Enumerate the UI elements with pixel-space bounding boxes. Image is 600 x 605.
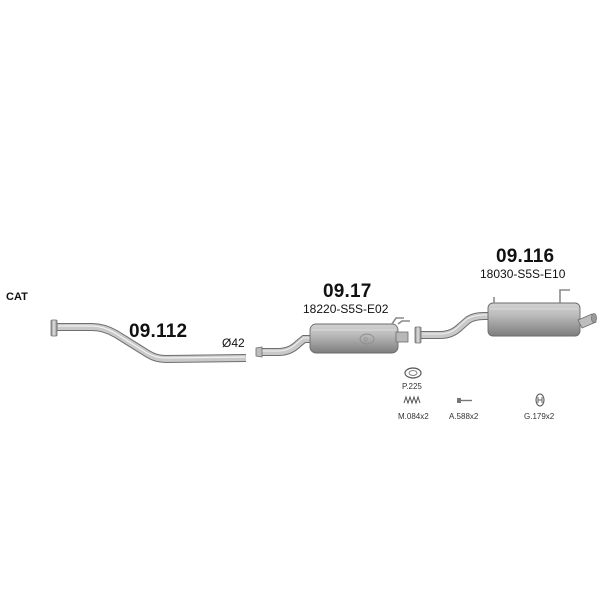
accessory-bolt-code[interactable]: A.588x2 <box>449 412 479 421</box>
oem-code-09116: 18030-S5S-E10 <box>480 267 566 281</box>
rear-muffler-09116[interactable] <box>414 289 597 344</box>
part-number-09116[interactable]: 09.116 <box>496 246 555 267</box>
accessory-hanger-code[interactable]: G.179x2 <box>524 412 555 421</box>
spring-icon <box>403 395 421 405</box>
bolt-icon <box>457 398 472 403</box>
front-pipe-09112[interactable] <box>50 319 247 364</box>
rubber-hanger-icon <box>535 393 545 407</box>
gasket-ring-icon <box>404 367 422 379</box>
oem-code-0917: 18220-S5S-E02 <box>303 302 389 316</box>
pipe-diameter-label: Ø42 <box>222 336 245 350</box>
part-number-09112[interactable]: 09.112 <box>129 321 188 342</box>
center-muffler-0917[interactable]: P <box>255 317 410 358</box>
part-number-0917[interactable]: 09.17 <box>323 281 372 302</box>
svg-text:P: P <box>364 338 368 344</box>
accessory-gasket-code[interactable]: P.225 <box>402 382 422 391</box>
category-label: CAT <box>6 291 28 303</box>
accessory-spring-code[interactable]: M.084x2 <box>398 412 429 421</box>
